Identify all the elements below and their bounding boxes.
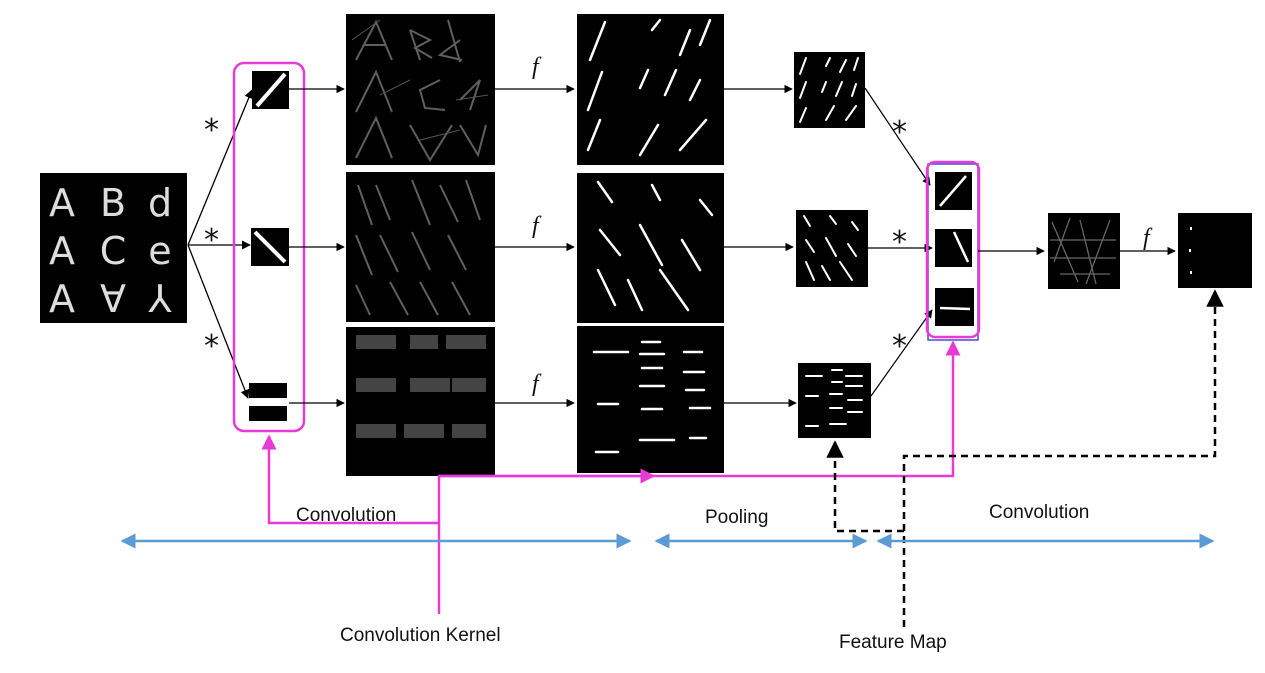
input-letter: B xyxy=(100,181,126,225)
activation-function-label: f xyxy=(532,54,539,80)
final-feature-map xyxy=(1178,213,1252,288)
convolve-operator: * xyxy=(204,223,219,258)
conv-output-3 xyxy=(346,327,495,476)
kernel-horizontal xyxy=(249,383,287,421)
conv-output-2 xyxy=(346,172,495,322)
pooled-map-1 xyxy=(794,52,865,128)
section-label-pooling: Pooling xyxy=(705,507,769,528)
section-label-convolution-2: Convolution xyxy=(989,502,1090,523)
kernel-diagonal-right xyxy=(252,71,289,109)
section-label-convolution-1: Convolution xyxy=(296,505,397,526)
activation-function-label: f xyxy=(532,371,539,397)
convolve-operator: * xyxy=(204,329,219,364)
input-letter: A xyxy=(49,277,75,321)
activation-function-label: f xyxy=(1143,225,1150,251)
kernel-callout-lines xyxy=(261,340,961,614)
input-letter: A xyxy=(49,181,75,225)
activation-output-1 xyxy=(577,14,724,165)
feature-map-callout-lines xyxy=(826,289,1224,627)
pooled-map-3 xyxy=(798,363,871,438)
input-letter: ∀ xyxy=(100,277,126,321)
kernel2-horizontal xyxy=(935,288,974,326)
input-image: A B d A C e A ∀ ⅄ xyxy=(40,173,187,323)
kernel-group-2 xyxy=(925,160,981,341)
input-letter: A xyxy=(49,229,75,273)
convolve-operator: * xyxy=(892,115,907,150)
input-letter: d xyxy=(148,181,172,225)
convolve-operator: * xyxy=(892,225,907,260)
convolution-kernel-label: Convolution Kernel xyxy=(340,625,501,646)
kernel-diagonal-left xyxy=(251,228,289,266)
input-letter: C xyxy=(100,229,127,273)
kernel2-diagonal-right xyxy=(935,172,972,210)
input-letter: ⅄ xyxy=(148,277,172,321)
conv-output-1 xyxy=(346,14,495,165)
activation-function-label: f xyxy=(532,213,539,239)
activation-output-2 xyxy=(577,173,724,323)
activation-arrows xyxy=(495,84,575,408)
convolve-operator: * xyxy=(204,113,219,148)
pooling-arrows xyxy=(724,84,797,408)
convolve-operator: * xyxy=(892,329,907,364)
kernel-to-conv-arrows xyxy=(289,84,345,408)
pooled-to-kernel-arrows xyxy=(864,87,933,397)
input-to-kernel-arrows xyxy=(187,89,254,399)
pooled-map-2 xyxy=(796,210,868,287)
feature-map-label: Feature Map xyxy=(839,632,947,653)
conv-output-final xyxy=(1048,213,1120,289)
activation-output-3 xyxy=(577,326,724,473)
kernel2-diagonal-left xyxy=(935,229,972,267)
input-letter: e xyxy=(148,229,171,273)
